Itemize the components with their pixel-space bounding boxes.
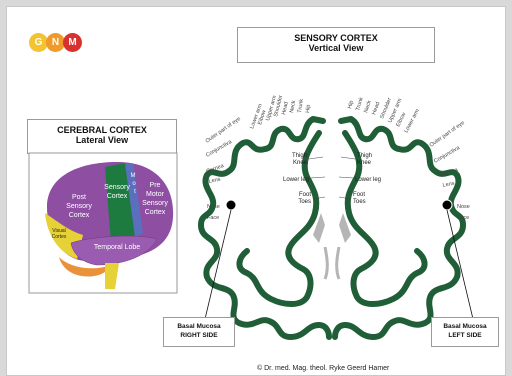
right-label-thigh: Thigh xyxy=(292,153,307,159)
brain-label-sensory-1: Sensory xyxy=(104,184,130,191)
brain-label-temporal: Temporal Lobe xyxy=(94,244,140,251)
callout-left-side: Basal Mucosa LEFT SIDE xyxy=(431,317,499,347)
arc-left-7: Lower arm xyxy=(403,108,421,134)
outer-right-3: Lens xyxy=(208,177,221,185)
diagram-card: G N M SENSORY CORTEX Vertical View CEREB… xyxy=(6,6,506,376)
callout-left-line2: LEFT SIDE xyxy=(432,331,498,340)
right-cortex-inner xyxy=(239,133,319,304)
callout-left-line1: Basal Mucosa xyxy=(432,322,498,331)
left-label-lower-leg: Lower leg xyxy=(355,177,381,183)
arc-right-5: Neck xyxy=(289,100,297,114)
left-basal-marker xyxy=(442,200,452,210)
callout-right-line2: RIGHT SIDE xyxy=(164,331,234,340)
brain-label-premotor-2: Motor xyxy=(146,191,165,198)
central-sulcus xyxy=(325,247,339,279)
coronal-section xyxy=(201,119,463,337)
outer-right-4: Nose xyxy=(207,204,220,210)
left-label-thigh: Thigh xyxy=(357,153,372,159)
right-basal-marker xyxy=(226,200,236,210)
outer-left-4: Nose xyxy=(457,204,470,210)
arc-right-6: Trunk xyxy=(297,98,305,113)
outer-right-0: Outer part of eye xyxy=(205,116,242,145)
right-label-toes: Toes xyxy=(298,199,311,205)
callout-right-line1: Basal Mucosa xyxy=(164,322,234,331)
right-label-lower-leg: Lower leg xyxy=(283,177,309,183)
brain-label-premotor-4: Cortex xyxy=(145,209,166,216)
arc-right-7: Hip xyxy=(305,104,312,113)
callout-right-side: Basal Mucosa RIGHT SIDE xyxy=(163,317,235,347)
arc-right-4: Head xyxy=(281,101,290,115)
arc-left-0: Hip xyxy=(347,100,355,109)
outer-left-0: Outer part of eye xyxy=(429,120,466,149)
brain-label-sensory-2: Cortex xyxy=(107,193,128,200)
right-label-knee: Knee xyxy=(293,160,308,166)
brain-label-visual-2: Cortex xyxy=(52,234,67,240)
brain-label-premotor-3: Sensory xyxy=(142,200,168,207)
left-label-toes: Toes xyxy=(353,199,366,205)
brain-label-post-1: Post xyxy=(72,194,86,201)
copyright-footer: © Dr. med. Mag. theol. Ryke Geerd Hamer xyxy=(257,365,389,372)
brain-label-motor-1: M xyxy=(131,173,136,179)
left-label-foot: Foot xyxy=(353,192,365,198)
brain-label-premotor-1: Pre xyxy=(150,182,161,189)
brain-label-post-3: Cortex xyxy=(69,212,90,219)
left-label-knee: Knee xyxy=(357,160,372,166)
outer-left-5: Face xyxy=(457,215,469,221)
brain-label-post-2: Sensory xyxy=(66,203,92,210)
right-label-foot: Foot xyxy=(299,192,311,198)
lateral-brain: Sensory Cortex Post Sensory Cortex M o t… xyxy=(29,153,177,293)
outer-left-3: Lens xyxy=(442,181,455,189)
outer-right-5: Face xyxy=(207,215,219,221)
outer-left-1: Conjunctiva xyxy=(433,145,462,165)
right-arc-labels: Lower arm Elbow Upper arm Shoulder Head … xyxy=(249,95,312,130)
